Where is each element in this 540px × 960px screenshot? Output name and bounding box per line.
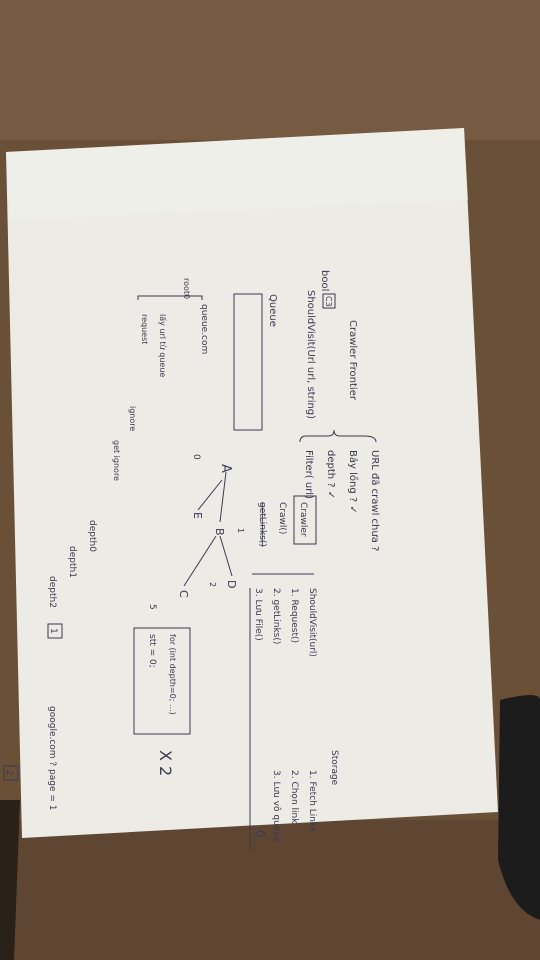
marker-two: 2 bbox=[4, 770, 14, 776]
note-for-loop: for (int depth=0; ...) bbox=[168, 634, 177, 715]
tree-node-d: D bbox=[225, 580, 238, 588]
note-crawl-call: Crawl() bbox=[277, 502, 287, 534]
crawler-box bbox=[293, 495, 317, 545]
note-get-links: getLinks() bbox=[257, 502, 267, 547]
tree-label-two: 2 bbox=[208, 582, 217, 587]
paper-shade bbox=[6, 128, 468, 220]
tree-label-zero: 0 bbox=[191, 454, 201, 460]
brace-root bbox=[137, 295, 203, 300]
note-should-visit: ShouldVisit(Url url, string) bbox=[305, 290, 316, 419]
note-storage: Storage bbox=[329, 750, 339, 786]
paper-sheet bbox=[6, 128, 498, 838]
dark-object bbox=[498, 695, 540, 920]
note-url-crawl: URL đã crawl chưa ? bbox=[369, 450, 380, 551]
marker-two-box bbox=[3, 765, 19, 781]
tree-node-b: B bbox=[213, 528, 226, 536]
tree-label-five: 5 bbox=[147, 604, 157, 610]
tree-edges bbox=[183, 471, 233, 587]
note-luu-queue: 3. Lưu vô queue bbox=[271, 770, 282, 843]
note-step1: 1. Request() bbox=[289, 588, 299, 643]
note-times-two: X 2 bbox=[156, 750, 175, 776]
dark-object-edge bbox=[0, 800, 20, 960]
note-depth0: depth0 bbox=[87, 520, 97, 552]
table-shadow-bottom bbox=[0, 820, 540, 960]
note-root: root0 bbox=[182, 278, 191, 299]
note-fetch-links: 1. Fetch Links bbox=[307, 770, 317, 832]
note-google: google.com ? page = 1 bbox=[47, 706, 57, 811]
note-filter: Filter( url) bbox=[303, 450, 314, 499]
note-crawler: Crawler bbox=[298, 502, 308, 537]
note-chon-link: 2. Chọn link bbox=[289, 770, 299, 824]
for-loop-box bbox=[133, 627, 191, 735]
table-shadow-top bbox=[0, 0, 540, 140]
brace-should-visit bbox=[299, 429, 377, 443]
marker-one-box bbox=[47, 623, 63, 639]
note-queue: Queue bbox=[267, 294, 278, 327]
note-depth2: depth2 bbox=[47, 576, 57, 608]
note-get-ignore: get ignore bbox=[112, 440, 121, 481]
note-bay-long: Bảy lồng ? ✓ bbox=[347, 450, 359, 514]
marker-c3: C3 bbox=[324, 296, 333, 307]
note-depth1: depth1 bbox=[67, 546, 77, 578]
note-stt: stt = 0; bbox=[147, 634, 157, 668]
note-ignore: ignore bbox=[128, 406, 137, 431]
handwritten-notes: bool C3 Crawler Frontier ShouldVisit(Url… bbox=[3, 270, 380, 850]
note-step2: 2. getLinks() bbox=[271, 588, 281, 644]
note-lay-url: lấy url từ queue bbox=[158, 314, 168, 377]
marker-c3-box bbox=[322, 293, 336, 309]
marker-one: 1 bbox=[48, 628, 58, 634]
note-step3: 3. Lưu File() bbox=[253, 588, 263, 641]
tree-label-one: 1 bbox=[236, 528, 245, 533]
note-should-visit-short: ShouldVisit(url) bbox=[307, 588, 317, 657]
queue-box bbox=[233, 293, 263, 431]
note-bool: bool bbox=[319, 270, 330, 291]
tree-node-c: C bbox=[177, 590, 190, 598]
note-request: request bbox=[140, 314, 149, 344]
note-depth: depth ? ✓ bbox=[325, 450, 336, 499]
tree-node-a: A bbox=[218, 464, 233, 473]
tree-node-e: E bbox=[191, 512, 204, 519]
note-zero: 0 bbox=[253, 830, 267, 838]
note-queue-com: queue.com bbox=[199, 304, 209, 354]
note-title: Crawler Frontier bbox=[347, 320, 358, 401]
